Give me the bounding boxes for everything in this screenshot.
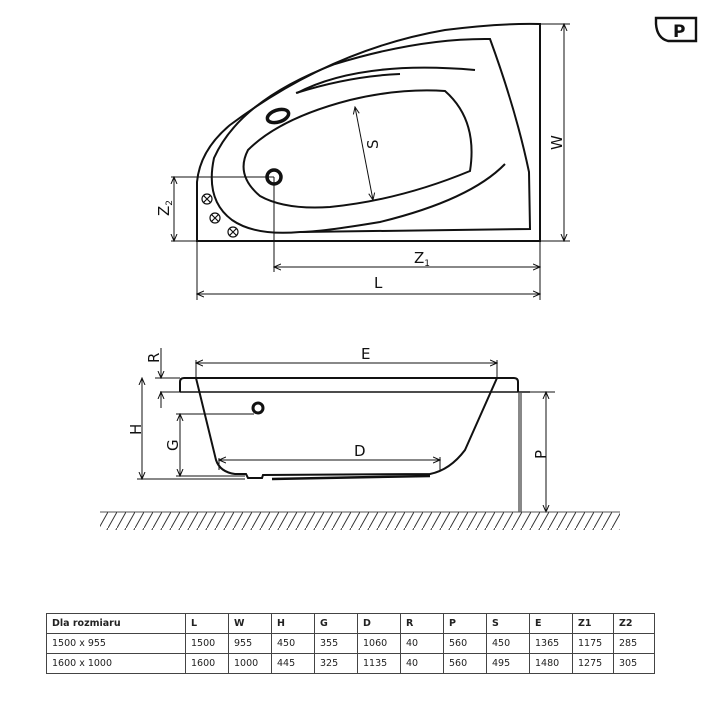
header-cell: Z1 bbox=[572, 613, 614, 634]
table-cell: 305 bbox=[613, 653, 655, 674]
table-cell: 955 bbox=[228, 633, 272, 654]
label-E: E bbox=[361, 345, 370, 363]
label-P: P bbox=[532, 450, 550, 459]
table-cell: 1060 bbox=[357, 633, 401, 654]
table-cell: 1365 bbox=[529, 633, 573, 654]
label-R: R bbox=[145, 353, 163, 363]
table-cell: 560 bbox=[443, 653, 487, 674]
table-cell: 1500 x 955 bbox=[46, 633, 186, 654]
svg-text:P: P bbox=[673, 22, 685, 42]
table-cell: 40 bbox=[400, 653, 444, 674]
table-cell: 450 bbox=[271, 633, 315, 654]
table-cell: 1175 bbox=[572, 633, 614, 654]
dimensions-table: Dla rozmiaru L W H G D R P S E Z1 Z2 150… bbox=[46, 613, 655, 674]
label-L: L bbox=[374, 274, 383, 292]
top-view bbox=[171, 22, 570, 300]
table-cell: 325 bbox=[314, 653, 358, 674]
label-Z2: Z2 bbox=[155, 200, 175, 216]
top-view-labels: W L Z1 Z2 S bbox=[155, 135, 566, 292]
table-cell: 1135 bbox=[357, 653, 401, 674]
table-row: 1600 x 1000 1600 1000 445 325 1135 40 56… bbox=[46, 653, 655, 674]
side-view-labels: E R H G D P bbox=[127, 345, 550, 460]
floor-hatch bbox=[100, 512, 620, 530]
table-cell: 1500 bbox=[185, 633, 229, 654]
header-cell: H bbox=[271, 613, 315, 634]
valve-icons bbox=[201, 193, 239, 238]
table-cell: 495 bbox=[486, 653, 530, 674]
table-cell: 450 bbox=[486, 633, 530, 654]
label-W: W bbox=[548, 135, 566, 150]
table-cell: 560 bbox=[443, 633, 487, 654]
table-row: 1500 x 955 1500 955 450 355 1060 40 560 … bbox=[46, 633, 655, 654]
right-hand-bath-badge-icon: P bbox=[654, 16, 698, 43]
table-cell: 285 bbox=[613, 633, 655, 654]
table-cell: 1000 bbox=[228, 653, 272, 674]
header-cell: W bbox=[228, 613, 272, 634]
table-cell: 1600 bbox=[185, 653, 229, 674]
label-D: D bbox=[354, 442, 366, 460]
header-cell: P bbox=[443, 613, 487, 634]
label-Z1: Z1 bbox=[414, 249, 430, 269]
table-cell: 40 bbox=[400, 633, 444, 654]
table-cell: 355 bbox=[314, 633, 358, 654]
side-view bbox=[100, 348, 620, 512]
label-S: S bbox=[364, 139, 382, 149]
header-cell: R bbox=[400, 613, 444, 634]
header-cell: Dla rozmiaru bbox=[46, 613, 186, 634]
header-cell: Z2 bbox=[613, 613, 655, 634]
table-cell: 1600 x 1000 bbox=[46, 653, 186, 674]
label-H: H bbox=[127, 424, 145, 435]
header-cell: E bbox=[529, 613, 573, 634]
table-header-row: Dla rozmiaru L W H G D R P S E Z1 Z2 bbox=[46, 613, 655, 634]
header-cell: D bbox=[357, 613, 401, 634]
table-cell: 1480 bbox=[529, 653, 573, 674]
table-cell: 1275 bbox=[572, 653, 614, 674]
header-cell: G bbox=[314, 613, 358, 634]
label-G: G bbox=[164, 439, 182, 451]
header-cell: L bbox=[185, 613, 229, 634]
header-cell: S bbox=[486, 613, 530, 634]
table-cell: 445 bbox=[271, 653, 315, 674]
